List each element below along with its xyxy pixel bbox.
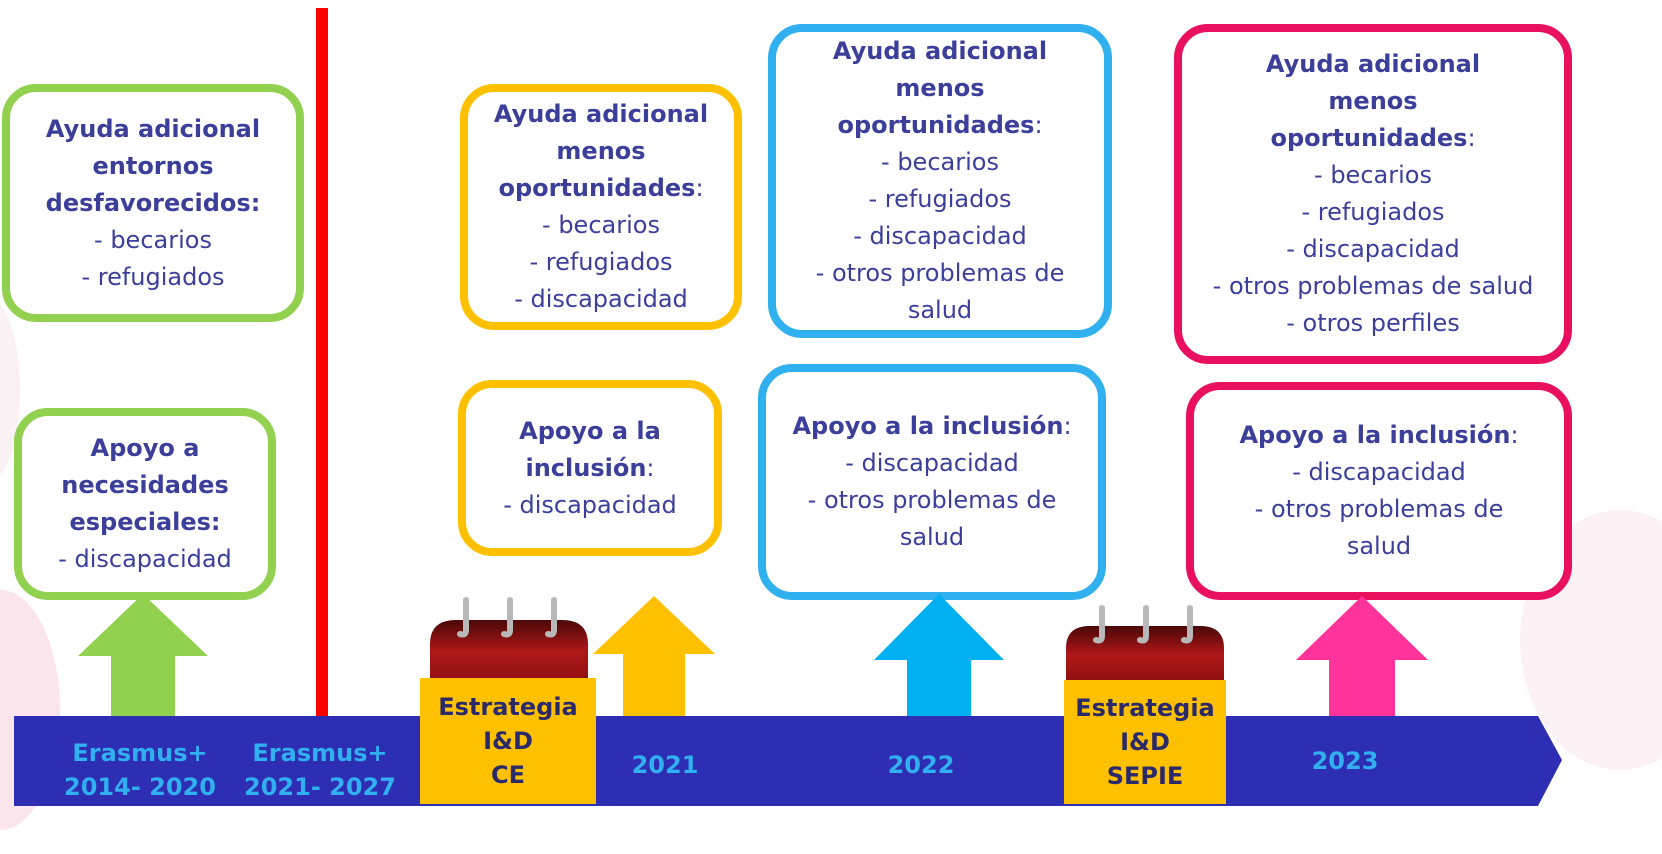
box-title-colon: : [1510,421,1519,449]
box-title-colon: : [695,174,704,202]
box-item: - refugiados [1301,198,1445,226]
strategy-box-sepie: Estrategia I&D SEPIE [1064,680,1226,804]
box-item: - becarios [542,211,660,239]
box-yellow-top: Ayuda adicional menos oportunidades: - b… [460,84,742,330]
box-item: - otros problemas de salud [1254,495,1504,560]
timeline-label-line: 2021- 2027 [244,773,396,801]
timeline-label-line: 2014- 2020 [64,773,216,801]
strategy-line: CE [490,761,525,789]
box-item: - otros problemas de salud [815,259,1065,324]
box-pink-bottom: Apoyo a la inclusión: - discapacidad - o… [1186,382,1572,600]
up-arrow-icon [874,594,1004,724]
box-item: - discapacidad [58,545,232,573]
period-separator-line [316,8,328,718]
strategy-line: I&D [1120,728,1170,756]
box-title-line: Ayuda adicional menos oportunidades: [790,33,1090,144]
timeline-label-erasmus-2014: Erasmus+ 2014- 2020 [50,736,230,804]
strategy-line: Estrategia [438,693,578,721]
box-title-line: Apoyo a la inclusión: [500,413,680,487]
timeline-label-line: Erasmus+ [252,739,388,767]
box-item: - discapacidad [503,490,677,519]
box-yellow-bottom: Apoyo a la inclusión: - discapacidad [458,380,722,556]
box-item: - refugiados [529,248,673,276]
box-item: - otros perfiles [1286,309,1460,337]
calendar-icon [430,597,588,684]
box-title-colon: : [1467,124,1476,152]
box-green-top: Ayuda adicional entornos desfavorecidos:… [2,84,304,322]
box-title-line: Ayuda adicional menos oportunidades: [491,96,711,207]
box-title: Ayuda adicional entornos desfavorecidos: [45,114,261,217]
up-arrow-icon [78,594,208,724]
box-item: - becarios [94,225,212,254]
up-arrow-icon [1296,596,1428,722]
box-item: - discapacidad [1286,235,1460,263]
box-title: Ayuda adicional menos oportunidades [832,37,1048,139]
strategy-box-ce: Estrategia I&D CE [420,678,596,804]
box-title-line: Ayuda adicional menos oportunidades: [1223,46,1523,157]
timeline-label-erasmus-2021: Erasmus+ 2021- 2027 [230,736,410,804]
box-title: Apoyo a la inclusión [1239,421,1511,449]
box-title: Ayuda adicional menos oportunidades [1265,50,1481,152]
timeline-label-2021: 2021 [631,751,699,779]
box-item: - discapacidad [514,285,688,313]
box-blue-bottom: Apoyo a la inclusión: - discapacidad - o… [758,364,1106,600]
strategy-line: I&D [483,727,533,755]
timeline-label-2023: 2023 [1311,747,1379,775]
box-title-colon: : [1034,111,1043,139]
box-title: Apoyo a la inclusión [792,412,1064,440]
box-item: - discapacidad [853,222,1027,250]
box-title: Apoyo a necesidades especiales: [61,434,229,536]
box-title-colon: : [1063,412,1072,440]
box-item: - otros problemas de salud [807,486,1057,551]
box-item: - becarios [1314,161,1432,189]
box-title: Apoyo a la inclusión [519,416,661,482]
strategy-line: SEPIE [1106,762,1184,790]
box-item: - refugiados [868,185,1012,213]
up-arrow-icon [593,596,715,718]
box-item: - otros problemas de salud [1212,272,1534,300]
timeline-label-2022: 2022 [887,751,955,779]
box-item: - discapacidad [845,449,1019,477]
timeline-label-line: Erasmus+ [72,739,208,767]
box-green-bottom: Apoyo a necesidades especiales: - discap… [14,408,276,600]
box-item: - becarios [881,148,999,176]
box-title-line: Apoyo a la inclusión: [1239,417,1518,454]
box-title-line: Apoyo a la inclusión: [792,408,1071,445]
box-blue-top: Ayuda adicional menos oportunidades: - b… [768,24,1112,338]
box-title: Ayuda adicional menos oportunidades [493,100,709,202]
calendar-icon [1066,605,1224,684]
box-item: - discapacidad [1292,458,1466,486]
strategy-line: Estrategia [1075,694,1215,722]
box-title-colon: : [646,453,655,482]
box-item: - refugiados [81,262,225,291]
box-pink-top: Ayuda adicional menos oportunidades: - b… [1174,24,1572,364]
